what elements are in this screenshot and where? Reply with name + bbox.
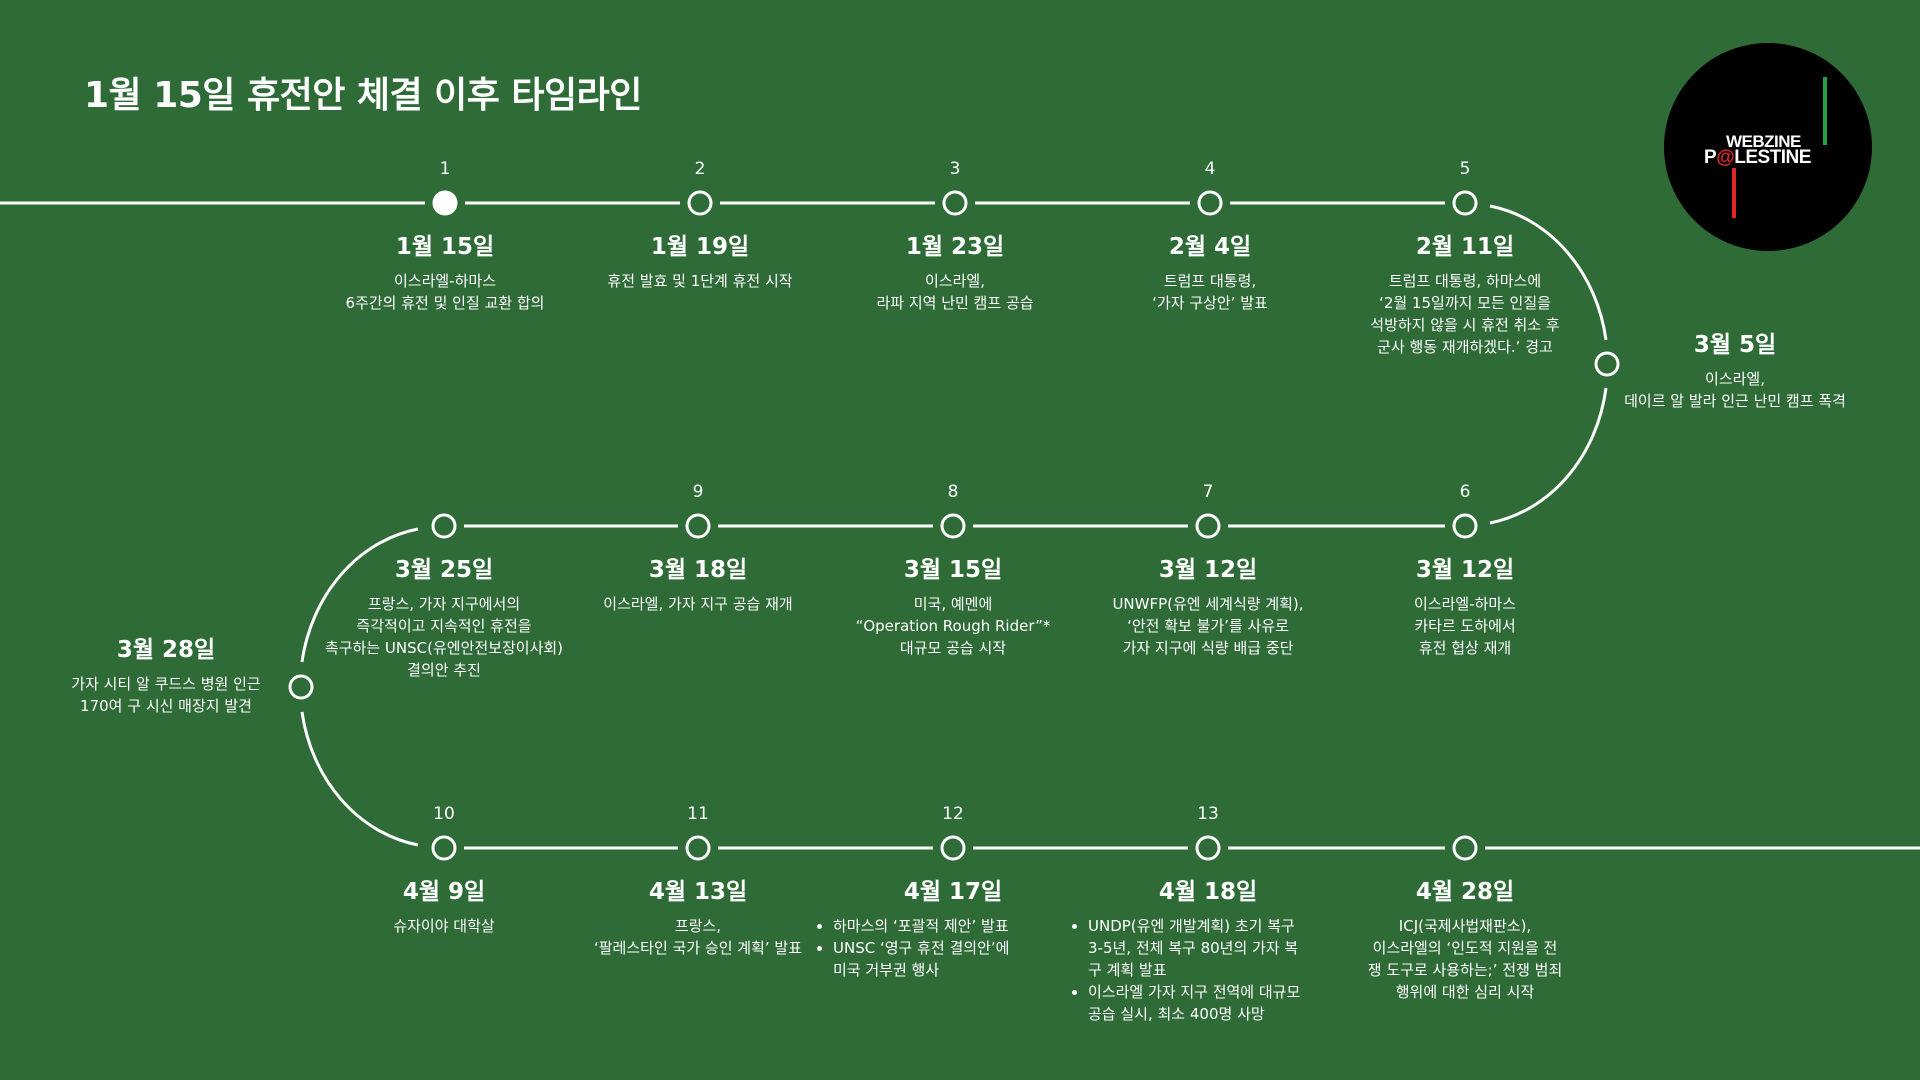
timeline-node: [432, 190, 458, 216]
event-description: ICJ(국제사법재판소), 이스라엘의 ‘인도적 지원을 전 쟁 도구로 사용하…: [1367, 917, 1563, 1002]
timeline-node: [942, 190, 968, 216]
timeline-node: [1594, 351, 1620, 377]
event-date: 2월 4일: [1168, 234, 1252, 260]
timeline-node: [940, 835, 966, 861]
timeline-node: [940, 513, 966, 539]
event-number: 7: [1202, 482, 1214, 502]
event-date: 3월 28일: [116, 637, 216, 663]
event-date: 2월 11일: [1415, 234, 1515, 260]
event-number: 1: [439, 159, 451, 179]
timeline-node: [687, 190, 713, 216]
logo-text-palestine: P@LESTINE: [1704, 147, 1811, 168]
event-description: 이스라엘, 가자 지구 공습 재개: [603, 595, 793, 614]
webzine-palestine-logo: WEBZINE P@LESTINE: [1664, 43, 1872, 251]
event-number: 12: [942, 804, 964, 824]
timeline-node: [431, 513, 457, 539]
event-description: 휴전 발효 및 1단계 휴전 시작: [607, 272, 793, 291]
timeline-node: [1195, 835, 1221, 861]
event-date: 1월 19일: [650, 234, 750, 260]
event-date: 3월 12일: [1158, 557, 1258, 583]
event-date: 3월 15일: [903, 557, 1003, 583]
curve-left-lower: [300, 711, 419, 847]
logo-green-bar: [1823, 77, 1827, 145]
event-description: 가자 시티 알 쿠드스 병원 인근 170여 구 시신 매장지 발견: [71, 675, 261, 716]
event-date: 1월 15일: [395, 234, 495, 260]
event-number: 6: [1459, 482, 1471, 502]
curve-left-upper: [300, 527, 419, 663]
event-date: 3월 5일: [1693, 332, 1777, 358]
event-description-item: UNDP(유엔 개발계획) 초기 복구 3-5년, 전체 복구 80년의 가자 …: [1088, 915, 1348, 981]
event-date: 3월 25일: [394, 557, 494, 583]
logo-red-bar: [1732, 168, 1736, 218]
event-description: 프랑스, 가자 지구에서의 즉각적이고 지속적인 휴전을 촉구하는 UNSC(유…: [324, 595, 564, 680]
event-label: 4월 18일 UNDP(유엔 개발계획) 초기 복구 3-5년, 전체 복구 80…: [1068, 879, 1348, 1025]
event-number: 2: [694, 159, 706, 179]
timeline-node: [685, 513, 711, 539]
event-date: 4월 9일: [402, 879, 486, 905]
event-description-item: UNSC ‘영구 휴전 결의안’에 미국 거부권 행사: [833, 937, 1093, 981]
event-description-list: UNDP(유엔 개발계획) 초기 복구 3-5년, 전체 복구 80년의 가자 …: [1068, 915, 1348, 1025]
event-number: 8: [947, 482, 959, 502]
event-description: 트럼프 대통령, 하마스에 ‘2월 15일까지 모든 인질을 석방하지 않을 시…: [1370, 272, 1560, 357]
event-label: 3월 12일 UNWFP(유엔 세계식량 계획), ‘안전 확보 불가’를 사유로…: [1068, 557, 1348, 659]
timeline-node: [1197, 190, 1223, 216]
event-description: 미국, 예멘에 “Operation Rough Rider”* 대규모 공습 …: [855, 595, 1051, 658]
event-description: 트럼프 대통령, ‘가자 구상안’ 발표: [1152, 272, 1268, 313]
event-description: 이스라엘-하마스 6주간의 휴전 및 인질 교환 합의: [345, 272, 545, 313]
event-number: 9: [692, 482, 704, 502]
event-description: 프랑스, ‘팔레스타인 국가 승인 계획’ 발표: [593, 917, 802, 958]
event-number: 3: [949, 159, 961, 179]
timeline-node: [685, 835, 711, 861]
event-date: 4월 13일: [648, 879, 748, 905]
curve-right-lower: [1489, 387, 1608, 525]
event-number: 5: [1459, 159, 1471, 179]
event-description: UNWFP(유엔 세계식량 계획), ‘안전 확보 불가’를 사유로 가자 지구…: [1112, 595, 1304, 658]
event-number: 4: [1204, 159, 1216, 179]
timeline-node: [288, 674, 314, 700]
timeline-node: [431, 835, 457, 861]
event-date: 1월 23일: [905, 234, 1005, 260]
page-title: 1월 15일 휴전안 체결 이후 타임라인: [84, 75, 642, 116]
timeline-node: [1195, 513, 1221, 539]
event-date: 3월 18일: [648, 557, 748, 583]
curve-right-upper: [1489, 204, 1608, 341]
event-description: 이스라엘-하마스 카타르 도하에서 휴전 협상 재개: [1413, 595, 1516, 658]
event-number: 11: [687, 804, 709, 824]
timeline-node: [1452, 835, 1478, 861]
event-description: 이스라엘, 라파 지역 난민 캠프 공습: [876, 272, 1034, 313]
event-description-list: 하마스의 ‘포괄적 제안’ 발표UNSC ‘영구 휴전 결의안’에 미국 거부권…: [813, 915, 1093, 981]
event-date: 4월 18일: [1158, 879, 1258, 905]
timeline-node: [1452, 190, 1478, 216]
event-date: 4월 17일: [903, 879, 1003, 905]
timeline-node: [1452, 513, 1478, 539]
event-number: 13: [1197, 804, 1219, 824]
event-label: 4월 28일 ICJ(국제사법재판소), 이스라엘의 ‘인도적 지원을 전 쟁 도…: [1325, 879, 1605, 1003]
event-description-item: 하마스의 ‘포괄적 제안’ 발표: [833, 915, 1093, 937]
event-label: 4월 17일하마스의 ‘포괄적 제안’ 발표UNSC ‘영구 휴전 결의안’에 …: [813, 879, 1093, 981]
event-description: 이스라엘, 데이르 알 발라 인근 난민 캠프 폭격: [1624, 370, 1846, 411]
event-number: 10: [433, 804, 455, 824]
event-description-item: 이스라엘 가자 지구 전역에 대규모 공습 실시, 최소 400명 사망: [1088, 981, 1348, 1025]
event-date: 4월 28일: [1415, 879, 1515, 905]
event-date: 3월 12일: [1415, 557, 1515, 583]
event-description: 슈자이야 대학살: [393, 917, 495, 936]
logo-text-webzine: WEBZINE: [1726, 132, 1801, 151]
